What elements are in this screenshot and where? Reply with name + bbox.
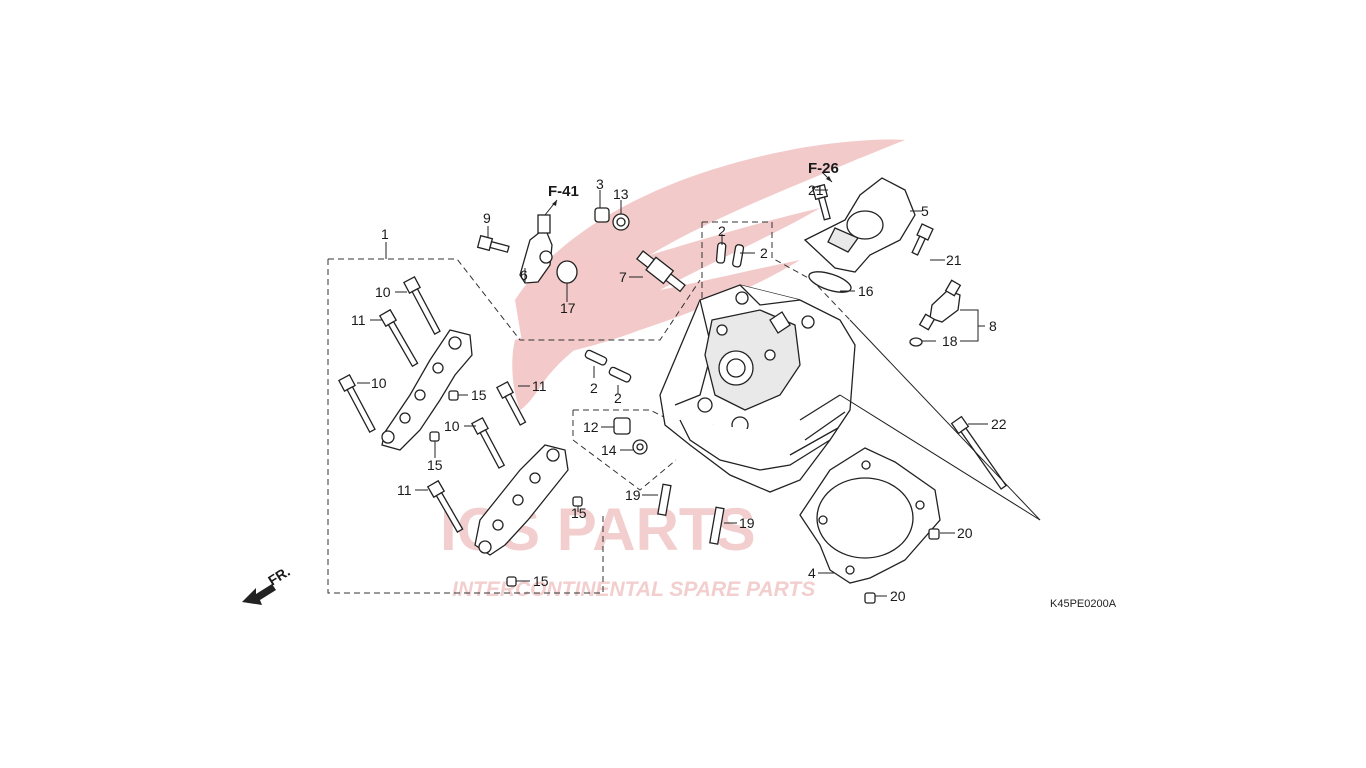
rocker-holder-upper <box>381 329 473 451</box>
callout-18: 18 <box>942 333 958 349</box>
callout-7: 7 <box>619 269 627 285</box>
callout-5: 5 <box>921 203 929 219</box>
bolt-22 <box>950 415 1007 490</box>
callout-14: 14 <box>601 442 617 458</box>
watermark-wing-logo <box>515 139 905 360</box>
f41-arrowhead <box>552 200 557 206</box>
leader-lines <box>357 189 1041 597</box>
callout-15d: 15 <box>533 573 549 589</box>
ref-f41: F-41 <box>548 183 579 200</box>
callout-4: 4 <box>808 565 816 581</box>
bolt-21-right <box>911 223 934 256</box>
callout-2b: 2 <box>760 245 768 261</box>
callout-22: 22 <box>991 416 1007 432</box>
washer-13 <box>612 213 630 231</box>
washer-14 <box>632 439 648 455</box>
front-label: FR. <box>265 563 293 589</box>
dowels-2 <box>584 242 745 383</box>
callout-11c: 11 <box>397 482 412 498</box>
callout-15b: 15 <box>427 457 443 473</box>
callout-6: 6 <box>520 267 528 283</box>
dowel-pins-15 <box>429 390 583 587</box>
gasket-4 <box>799 447 941 584</box>
callout-15c: 15 <box>571 505 587 521</box>
front-direction-arrow: FR. <box>242 563 293 605</box>
nut-12 <box>613 417 631 435</box>
assembly-outlines <box>327 221 851 594</box>
callout-10a: 10 <box>375 284 391 300</box>
callout-2d: 2 <box>614 390 622 406</box>
bolt-9 <box>476 234 510 253</box>
sensor-6 <box>519 214 553 284</box>
callouts: 1 10 11 10 11 10 11 15 15 15 15 9 F-41 6… <box>351 160 1007 604</box>
cylinder-head <box>659 284 856 493</box>
callout-20a: 20 <box>957 525 973 541</box>
callout-13: 13 <box>613 186 629 202</box>
callout-3: 3 <box>596 176 604 192</box>
callout-19a: 19 <box>625 487 641 503</box>
callout-15a: 15 <box>471 387 487 403</box>
studs-19 <box>657 483 725 545</box>
callout-20b: 20 <box>890 588 906 604</box>
diagram-code: K45PE0200A <box>1050 598 1117 610</box>
callout-12: 12 <box>583 419 599 435</box>
watermark-wing-lower <box>512 328 600 410</box>
callout-19b: 19 <box>739 515 755 531</box>
bolts-10-11 <box>338 276 527 533</box>
oring-16 <box>808 271 852 293</box>
pins-20 <box>864 528 940 604</box>
watermark-tagline: INTERCONTINENTAL SPARE PARTS <box>452 578 815 601</box>
sensor-8 <box>918 279 962 331</box>
callout-2c: 2 <box>590 380 598 396</box>
callout-1: 1 <box>381 226 389 242</box>
callout-11a: 11 <box>351 312 366 328</box>
callout-2a: 2 <box>718 223 726 239</box>
callout-10b: 10 <box>371 375 387 391</box>
callout-10c: 10 <box>444 418 460 434</box>
callout-16: 16 <box>858 283 874 299</box>
spark-plug-7 <box>636 250 686 293</box>
oring-17 <box>556 260 578 284</box>
oring-18 <box>909 337 923 347</box>
bolt-21-upper <box>811 183 831 221</box>
ref-f26: F-26 <box>808 160 839 177</box>
callout-21b: 21 <box>946 252 962 268</box>
insulator-5 <box>803 177 916 273</box>
callout-11b: 11 <box>532 378 547 394</box>
f26-arrowhead <box>826 176 832 182</box>
cap-3 <box>594 207 610 223</box>
callout-17: 17 <box>560 300 576 316</box>
callout-8: 8 <box>989 318 997 334</box>
rocker-holder-lower <box>474 444 569 556</box>
callout-9: 9 <box>483 210 491 226</box>
callout-21a: 21 <box>808 182 824 198</box>
